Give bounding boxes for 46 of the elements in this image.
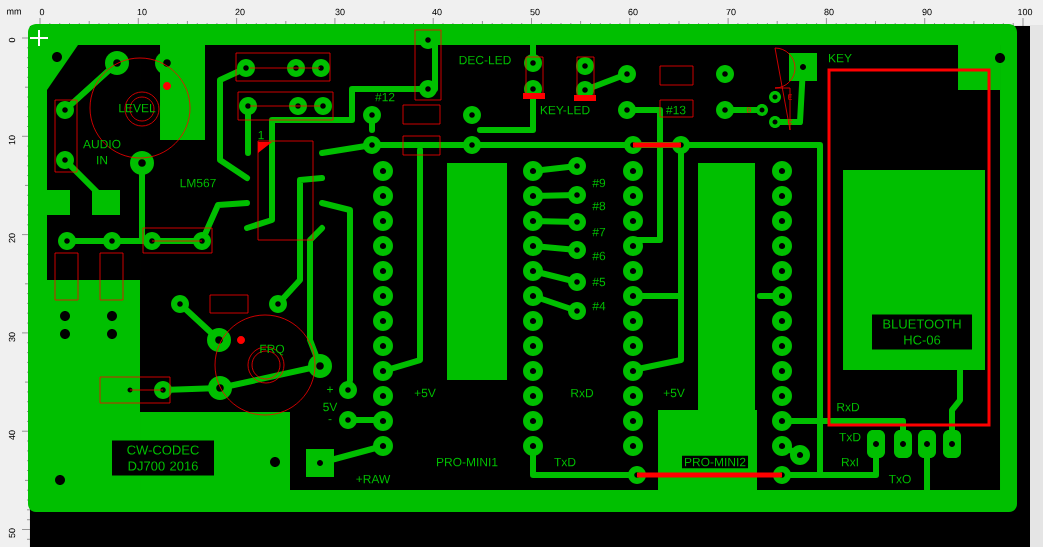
silkscreen-label: TxD — [554, 457, 576, 467]
silkscreen-label: CW-CODEC DJ700 2016 — [112, 440, 214, 476]
silkscreen-label: TxO — [888, 474, 911, 484]
silkscreen-label: #9 — [592, 178, 606, 188]
ruler-number: 30 — [335, 8, 345, 16]
ruler-number: 90 — [922, 8, 932, 16]
ruler-number: mm — [7, 9, 21, 15]
ruler-number: 10 — [137, 8, 147, 16]
silkscreen-label: RxD — [571, 388, 594, 398]
silkscreen-label: +RAW — [356, 474, 391, 484]
ruler-number: 40 — [432, 8, 442, 16]
ruler-number: 50 — [530, 8, 540, 16]
silkscreen-label: - — [328, 419, 332, 421]
silkscreen-label: #7 — [592, 227, 606, 237]
silkscreen-label: DEC-LED — [459, 55, 511, 65]
silkscreen-label: 1 — [258, 130, 264, 140]
ruler-number: 70 — [726, 8, 736, 16]
silkscreen-label: TxD — [839, 432, 861, 442]
ruler-number: 0 — [39, 8, 45, 16]
silkscreen-label: #12 — [375, 92, 395, 102]
silkscreen-label: LM567 — [180, 178, 216, 188]
ruler-number: 50 — [8, 528, 16, 538]
silkscreen-label: #8 — [592, 201, 606, 211]
ruler-number: 60 — [628, 8, 638, 16]
silkscreen-label: 5V — [323, 402, 338, 412]
silkscreen-label: +5V — [414, 388, 436, 398]
ruler-number: 100 — [1018, 8, 1033, 16]
silkscreen-label: RxI — [842, 457, 858, 467]
silkscreen-label: #6 — [592, 251, 606, 261]
silkscreen-label: BLUETOOTH HC-06 — [872, 314, 972, 350]
ruler-number: 80 — [824, 8, 834, 16]
ruler-number: 10 — [8, 135, 16, 145]
silkscreen-label: + — [327, 386, 333, 393]
silkscreen-label: AUDIO IN — [83, 139, 121, 165]
silkscreen-label: KEY — [829, 53, 852, 63]
ruler-number: 40 — [8, 430, 16, 440]
silkscreen-label: #4 — [592, 301, 606, 311]
ruler-number: 20 — [235, 8, 245, 16]
silkscreen-label: #13 — [666, 105, 686, 115]
silkscreen-label: KEY-LED — [540, 105, 590, 115]
ruler-number: 30 — [8, 332, 16, 342]
silkscreen-label: RxD — [837, 402, 860, 412]
ruler-number: 0 — [8, 37, 16, 43]
silkscreen-label: #5 — [592, 277, 606, 287]
ruler-number: 20 — [8, 233, 16, 243]
silkscreen-label: +5V — [663, 388, 685, 398]
